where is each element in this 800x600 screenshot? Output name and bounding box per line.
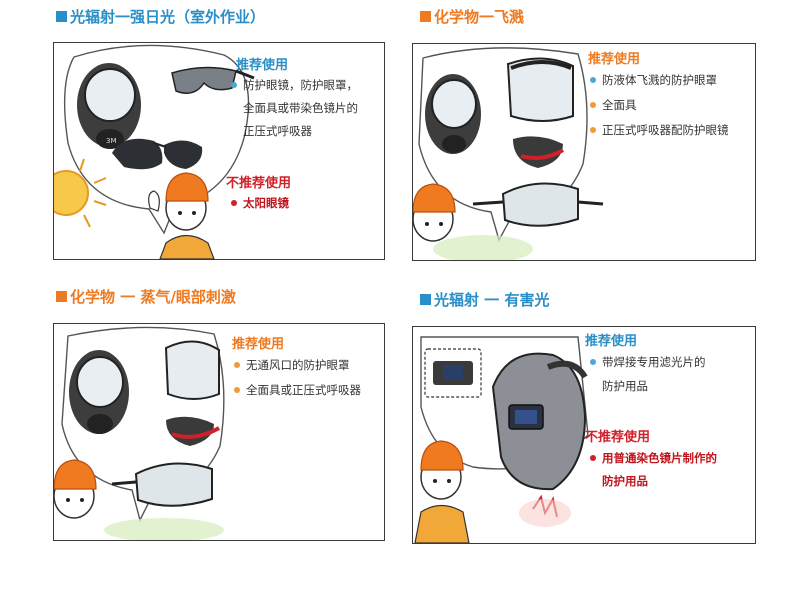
face-shield-respirator-icon (506, 57, 574, 168)
worker-icon (148, 172, 215, 259)
recommended-item: 无通风口的防护眼罩 (232, 356, 350, 375)
bullet-icon (590, 455, 596, 461)
square-marker-icon (56, 11, 67, 22)
sun-icon (54, 158, 107, 228)
recommended-heading: 推荐使用 (588, 52, 641, 67)
panel-title: 光辐射 一 有害光 (420, 289, 549, 310)
full-face-mask-icon: 3M (77, 63, 141, 149)
not-recommended-item: 太阳眼镜 (229, 194, 289, 213)
recommended-item: 防护眼镜，防护眼罩， (229, 76, 358, 95)
full-face-mask-icon (69, 350, 129, 434)
bullet-icon (590, 77, 596, 83)
worker-icon (413, 183, 456, 242)
bullet-icon (590, 127, 596, 133)
not-recommended-item: 用普通染色镜片制作的 (588, 449, 717, 468)
spark-icon (519, 494, 571, 527)
not-recommended-heading: 不推荐使用 (226, 176, 292, 191)
recommended-heading: 推荐使用 (232, 337, 285, 352)
bullet-icon (231, 200, 237, 206)
recommended-item: 带焊接专用滤光片的 (588, 353, 706, 372)
recommended-item: 全面具 (588, 96, 637, 115)
illustration-frame (412, 43, 756, 261)
svg-text:3M: 3M (106, 137, 117, 145)
vapor-icon (104, 518, 224, 540)
chemical-splash-illustration (413, 47, 604, 260)
recommended-heading: 推荐使用 (236, 58, 289, 73)
recommended-item: 全面具或带染色镜片的 (243, 101, 358, 115)
not-recommended-heading: 不推荐使用 (585, 430, 651, 445)
sunglasses-icon (112, 138, 203, 170)
face-shield-respirator-icon (164, 340, 220, 446)
square-marker-icon (420, 294, 431, 305)
full-face-mask-icon (425, 74, 481, 154)
not-recommended-item: 防护用品 (602, 474, 648, 488)
panel-title: 化学物一飞溅 (420, 6, 524, 27)
splash-icon (433, 235, 533, 260)
goggles-icon (472, 182, 604, 227)
illustration-frame (53, 323, 385, 541)
recommended-item: 正压式呼吸器配防护眼镜 (588, 121, 729, 140)
illustration-frame: 3M (53, 42, 385, 260)
worker-icon (54, 459, 97, 519)
recommended-item: 正压式呼吸器 (243, 124, 312, 138)
goggles-icon (111, 462, 213, 507)
panel-title: 光辐射一强日光（室外作业） (56, 6, 265, 27)
recommended-heading: 推荐使用 (585, 334, 638, 349)
illustration-frame (412, 326, 756, 544)
bullet-icon (234, 387, 240, 393)
sunlight-illustration: 3M (54, 44, 255, 259)
bullet-icon (234, 362, 240, 368)
worker-icon (414, 440, 470, 543)
recommended-item: 全面具或正压式呼吸器 (232, 381, 361, 400)
square-marker-icon (420, 11, 431, 22)
bullet-icon (590, 102, 596, 108)
bullet-icon (590, 359, 596, 365)
chemical-vapor-illustration (54, 326, 225, 540)
recommended-item: 防护用品 (602, 379, 648, 393)
safety-glasses-icon (171, 66, 255, 94)
square-marker-icon (56, 291, 67, 302)
recommended-item: 防液体飞溅的防护眼罩 (588, 71, 717, 90)
harmful-light-illustration (414, 336, 589, 543)
panel-title: 化学物 一 蒸气/眼部刺激 (56, 286, 236, 307)
bullet-icon (231, 82, 237, 88)
welding-helmet-icon (491, 352, 588, 491)
welding-filter-icon (424, 348, 482, 398)
